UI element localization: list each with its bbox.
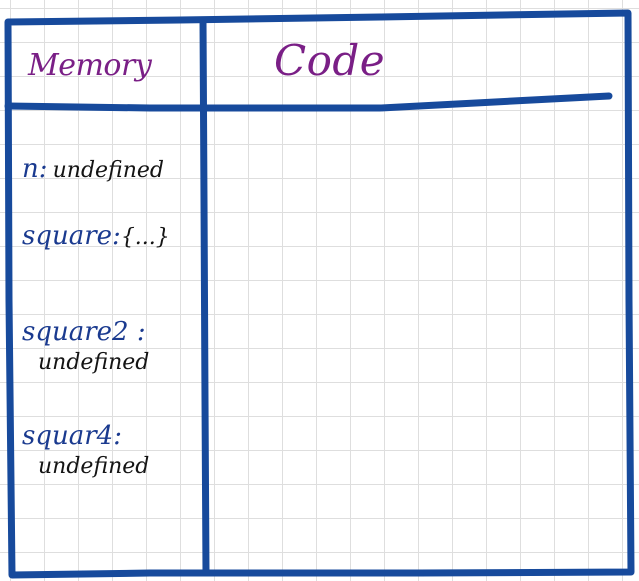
outer-border bbox=[4, 9, 635, 579]
memory-entry-square2: square2 : undefined bbox=[22, 317, 150, 375]
code-header: Code bbox=[274, 36, 386, 85]
memory-entry-value: undefined bbox=[38, 349, 150, 375]
memory-entry-key: squar4: bbox=[22, 421, 122, 451]
memory-entry-n: n: undefined bbox=[22, 154, 164, 185]
memory-entry-square: square:{...} bbox=[22, 221, 170, 252]
memory-header: Memory bbox=[28, 48, 152, 83]
memory-entry-key: n: bbox=[22, 154, 48, 184]
memory-entry-value: undefined bbox=[38, 453, 150, 479]
column-divider bbox=[199, 16, 210, 577]
memory-entry-value: {...} bbox=[120, 225, 170, 250]
memory-entry-key: square: bbox=[22, 221, 121, 251]
memory-entry-square4: squar4: undefined bbox=[22, 421, 150, 479]
memory-entry-key: square2 : bbox=[22, 317, 146, 347]
memory-entry-value: undefined bbox=[52, 158, 164, 183]
header-divider bbox=[4, 92, 613, 112]
